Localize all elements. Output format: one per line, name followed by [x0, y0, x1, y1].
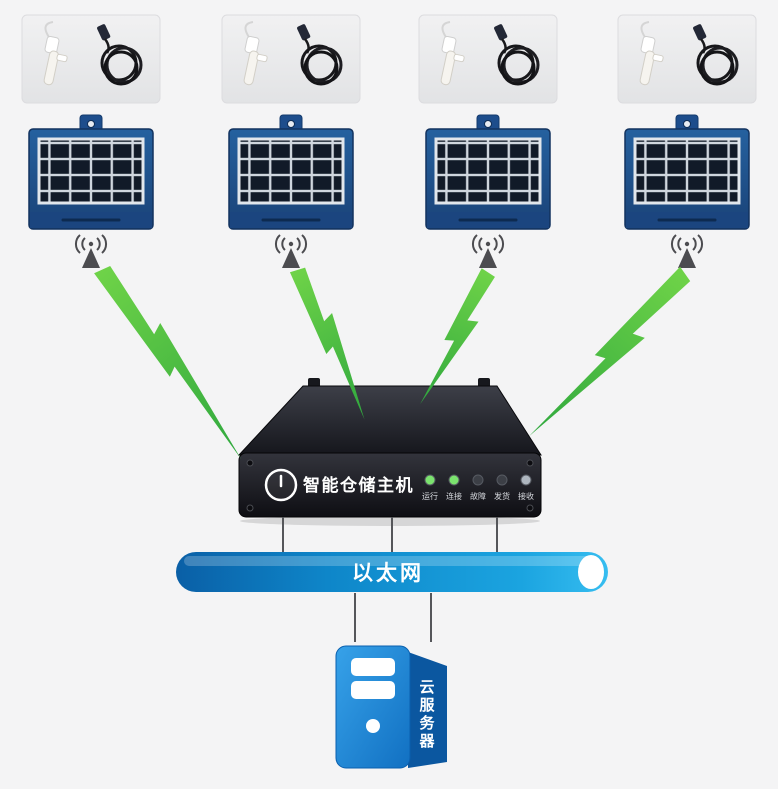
led-fault [472, 474, 484, 486]
led-run [424, 474, 436, 486]
led-label-connect: 连接 [446, 491, 462, 501]
host-leds: 运行 连接 故障 发货 接收 [422, 474, 534, 501]
ethernet-bus: 以太网 [176, 552, 608, 592]
server-label: 云 服 务 器 [418, 678, 435, 750]
led-receive [520, 474, 532, 486]
server-bay-2 [351, 681, 395, 699]
host-device: 智能仓储主机 运行 连接 故障 发货 接收 [237, 378, 542, 526]
led-ship [496, 474, 508, 486]
power-logo-icon [264, 468, 298, 502]
led-label-run: 运行 [422, 491, 438, 501]
server-side-panel [408, 652, 447, 768]
led-label-ship: 发货 [494, 491, 510, 501]
ethernet-label: 以太网 [352, 561, 424, 585]
svg-text:服: 服 [419, 696, 435, 714]
pipe-end-cap [578, 555, 604, 589]
led-label-receive: 接收 [518, 491, 534, 501]
cloud-server: 云 服 务 器 [335, 645, 447, 769]
screw-icons [246, 459, 534, 512]
server-tower [335, 645, 411, 769]
svg-text:器: 器 [418, 732, 435, 750]
server-bay-1 [351, 658, 395, 676]
ethernet-server-links [354, 593, 432, 642]
server-power-dot [366, 719, 380, 733]
svg-text:云: 云 [419, 678, 434, 696]
led-connect [448, 474, 460, 486]
led-label-fault: 故障 [470, 491, 486, 501]
host-front-face [238, 452, 542, 518]
svg-text:务: 务 [419, 714, 435, 732]
host-ethernet-links [282, 517, 498, 553]
host-label: 智能仓储主机 [303, 475, 414, 496]
